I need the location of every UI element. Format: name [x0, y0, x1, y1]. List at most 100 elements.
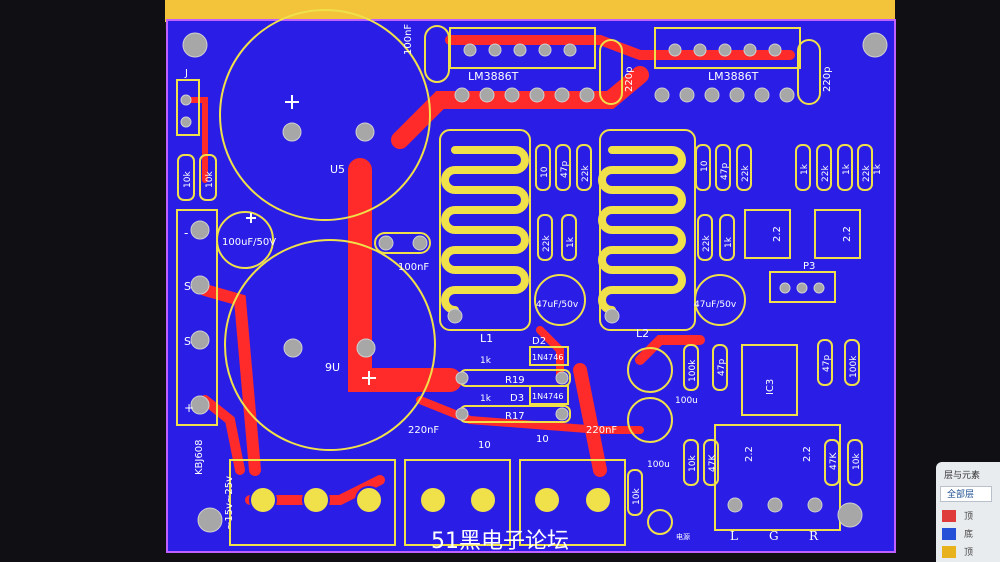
terminal-mid-outline [404, 459, 511, 546]
label-47u-b: 47uF/50v [694, 300, 737, 310]
label-u5: U5 [330, 163, 345, 176]
label-2-2-c: 2.2 [744, 446, 755, 462]
l1-outline [439, 129, 531, 331]
label-10-b: 10 [700, 160, 710, 172]
layer-item-1[interactable]: 顶 [964, 512, 974, 522]
label-lm3886-left: LM3886T [468, 70, 519, 83]
layer-color-icon[interactable] [942, 528, 956, 540]
terminal-left-outline [229, 459, 396, 546]
label-100k-a: 100k [688, 359, 698, 382]
layer-item-3[interactable]: 顶 [964, 548, 974, 558]
window-header [165, 0, 895, 22]
c220p-2-outline [797, 39, 821, 105]
label-d2-value: 1N4746 [532, 353, 563, 362]
big-cap-u5-outline [219, 9, 431, 221]
label-1k-b: 1k [724, 236, 734, 248]
label-10k-4: 10k [852, 453, 862, 470]
bridge-outline [176, 209, 218, 426]
label-220p-1: 220p [624, 67, 635, 92]
label-47k-b: 47K [829, 452, 839, 470]
label-10-a: 10 [540, 166, 550, 178]
c100nf-top-outline [424, 25, 450, 83]
label-47p-c: 47p [717, 359, 727, 376]
label-100k-b: 100k [849, 355, 859, 378]
watermark-text: 51黑电子论坛 [431, 529, 569, 554]
label-p3: P3 [803, 261, 815, 272]
label-22k-d: 22k [702, 235, 712, 252]
big-cap-9u-outline [224, 239, 436, 451]
label-1k-f: 1k [480, 356, 492, 366]
v22a-outline [744, 209, 791, 259]
label-100nf-mid: 100nF [398, 262, 429, 273]
label-47p-b: 47p [720, 163, 730, 180]
label-s1: S [184, 280, 191, 293]
c220p-1-outline [599, 39, 623, 105]
label-10k-3: 10k [688, 455, 698, 472]
label-9u: 9U [325, 361, 340, 374]
silkscreen-labels: LM3886T LM3886T U5 9U 100nF 220p 220p J … [183, 24, 883, 543]
label-22k-f: 22k [862, 165, 872, 182]
label-d3: D3 [510, 393, 524, 404]
inductor-coils [441, 146, 686, 314]
label-22k-e: 22k [821, 165, 831, 182]
p3-outline [769, 271, 836, 303]
label-r19: R19 [505, 375, 525, 386]
label-47p-a: 47p [560, 161, 570, 178]
label-22k-c: 22k [741, 165, 751, 182]
label-l1: L1 [480, 332, 493, 345]
label-plus: + [184, 401, 194, 415]
small-component-bodies [177, 144, 873, 516]
label-22k-b: 22k [542, 235, 552, 252]
label-supply: ~15v~25v [224, 476, 235, 530]
layer-color-icon-2[interactable] [942, 546, 956, 558]
label-g: G [769, 529, 779, 543]
label-220nf-b: 220nF [586, 425, 617, 436]
label-100nf-top: 100nF [403, 24, 414, 55]
c100u-a-outline [627, 347, 673, 393]
label-22k-a: 22k [581, 165, 591, 182]
lm3886-right-outline [654, 27, 801, 69]
c100u-b-outline [627, 397, 673, 443]
c100uf-outline [216, 211, 274, 269]
label-10-d: 10 [536, 434, 549, 445]
label-2-2-b: 2.2 [842, 226, 853, 242]
c100nf-mid-outline [374, 232, 431, 254]
layers-panel-title: 层与元素 [944, 471, 981, 481]
connector-j-outline [176, 79, 200, 136]
pencil-icon[interactable] [942, 510, 956, 522]
label-10k-5: 10k [632, 488, 642, 505]
label-s2: S [184, 335, 191, 348]
pads [180, 32, 888, 533]
label-47p-d: 47p [822, 355, 832, 372]
ic3-outline [741, 344, 798, 416]
c47u-a-outline [534, 274, 586, 326]
l2-outline [599, 129, 696, 331]
v22b-outline [814, 209, 861, 259]
label-ic3: IC3 [765, 379, 776, 395]
polarity-marks [246, 95, 376, 385]
label-r: R [809, 529, 819, 543]
label-j: J [184, 68, 188, 79]
label-2-2-d: 2.2 [802, 446, 813, 462]
label-10k-1: 10k [183, 171, 193, 188]
label-d2: D2 [532, 336, 546, 347]
label-d3-value: 1N4746 [532, 392, 563, 401]
all-layers-button[interactable]: 全部层 [940, 486, 992, 502]
layers-panel: 层与元素 全部层 顶 底 顶 [936, 462, 1000, 562]
label-1k-c: 1k [800, 163, 810, 175]
label-1k-g: 1k [480, 394, 492, 404]
label-47u-a: 47uF/50v [536, 300, 579, 310]
label-lm3886-right: LM3886T [708, 70, 759, 83]
label-l: L [730, 529, 738, 543]
label-220nf-a: 220nF [408, 425, 439, 436]
terminal-right-outline [519, 459, 626, 546]
layer-item-2[interactable]: 底 [964, 530, 974, 540]
label-2-2-a: 2.2 [772, 226, 783, 242]
label-r17: R17 [505, 411, 525, 422]
label-power: 电源 [676, 532, 690, 541]
label-10-c: 10 [478, 440, 491, 451]
label-47k-a: 47K [708, 454, 718, 472]
label-1k-a: 1k [566, 236, 576, 248]
label-minus: - [184, 226, 188, 240]
